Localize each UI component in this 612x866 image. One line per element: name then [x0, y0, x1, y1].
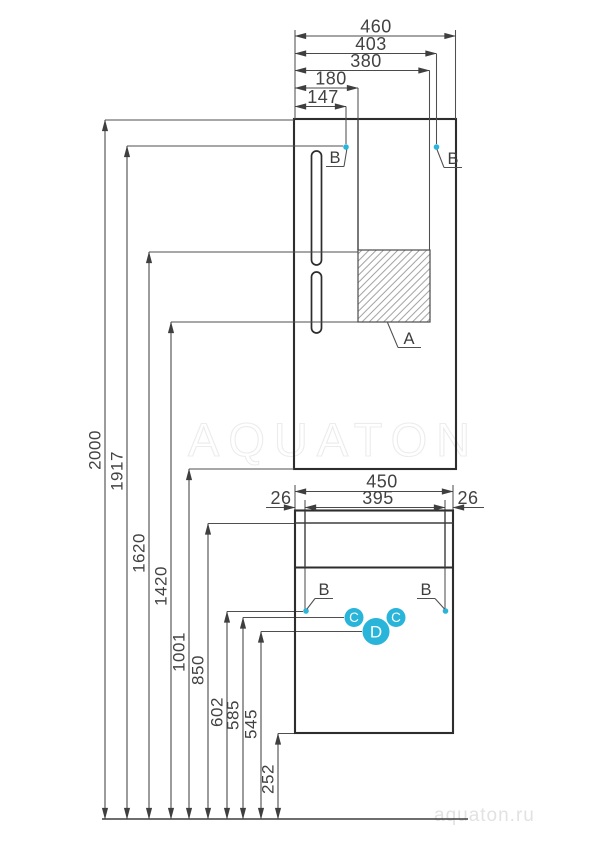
callout-leader — [436, 149, 445, 168]
dim-label-450: 450 — [366, 472, 398, 492]
dim-label-26-right: 26 — [457, 488, 478, 508]
dim-label-147: 147 — [307, 87, 339, 107]
callout-leader — [343, 149, 348, 167]
hatched-detail-area — [357, 249, 431, 323]
callout-leader — [434, 598, 445, 610]
dim-label-26-left: 26 — [270, 488, 291, 508]
callout-c-right-label: C — [391, 610, 401, 625]
upper-width-dimensions: 460 403 380 180 147 — [294, 17, 457, 250]
height-label-1420: 1420 — [152, 566, 171, 606]
watermarks: AQUATON aquaton.ru — [187, 412, 535, 826]
website-watermark: aquaton.ru — [434, 805, 535, 826]
height-dimensions: 2000 1917 1620 1420 1001 850 602 585 545… — [86, 119, 468, 820]
detail-point-b — [433, 144, 440, 150]
height-label-585: 585 — [224, 700, 243, 730]
dim-label-460: 460 — [360, 17, 392, 37]
callout-circle-c-left — [344, 608, 364, 627]
callout-b-top-left: B — [329, 149, 340, 167]
height-label-1620: 1620 — [130, 533, 149, 573]
detail-point-b — [303, 608, 309, 614]
callout-b-top-right: B — [447, 150, 458, 168]
callouts: B B A B B C C D — [303, 144, 462, 645]
detail-point-b — [343, 144, 349, 150]
height-label-545: 545 — [242, 709, 261, 739]
callout-d-label: D — [370, 623, 382, 642]
dim-label-395: 395 — [362, 488, 394, 508]
door-handle-slot-lower — [310, 271, 323, 334]
callout-leader — [306, 598, 316, 610]
height-label-252: 252 — [259, 764, 278, 794]
upper-cabinet — [292, 117, 458, 471]
height-label-602: 602 — [208, 697, 227, 727]
callout-a: A — [403, 330, 414, 348]
dim-label-380: 380 — [350, 51, 382, 71]
brand-watermark: AQUATON — [188, 413, 479, 466]
dim-label-180: 180 — [315, 69, 347, 89]
lower-cabinet — [293, 485, 455, 735]
callout-leader — [387, 322, 399, 348]
dim-label-403: 403 — [355, 34, 387, 54]
callout-circle-c-right — [386, 608, 406, 627]
height-label-850: 850 — [189, 655, 208, 685]
callout-c-left-label: C — [349, 610, 359, 625]
height-label-1917: 1917 — [108, 451, 127, 491]
lower-width-dimensions: 450 26 395 26 — [266, 472, 484, 511]
callout-circle-d — [362, 618, 390, 645]
door-handle-slot-upper — [310, 150, 323, 266]
callout-b-bottom-left: B — [318, 581, 329, 599]
height-label-2000: 2000 — [86, 430, 105, 470]
callout-b-bottom-right: B — [420, 581, 431, 599]
upper-cabinet-body — [292, 117, 458, 471]
height-label-1001: 1001 — [170, 632, 189, 672]
detail-point-b — [442, 608, 449, 614]
